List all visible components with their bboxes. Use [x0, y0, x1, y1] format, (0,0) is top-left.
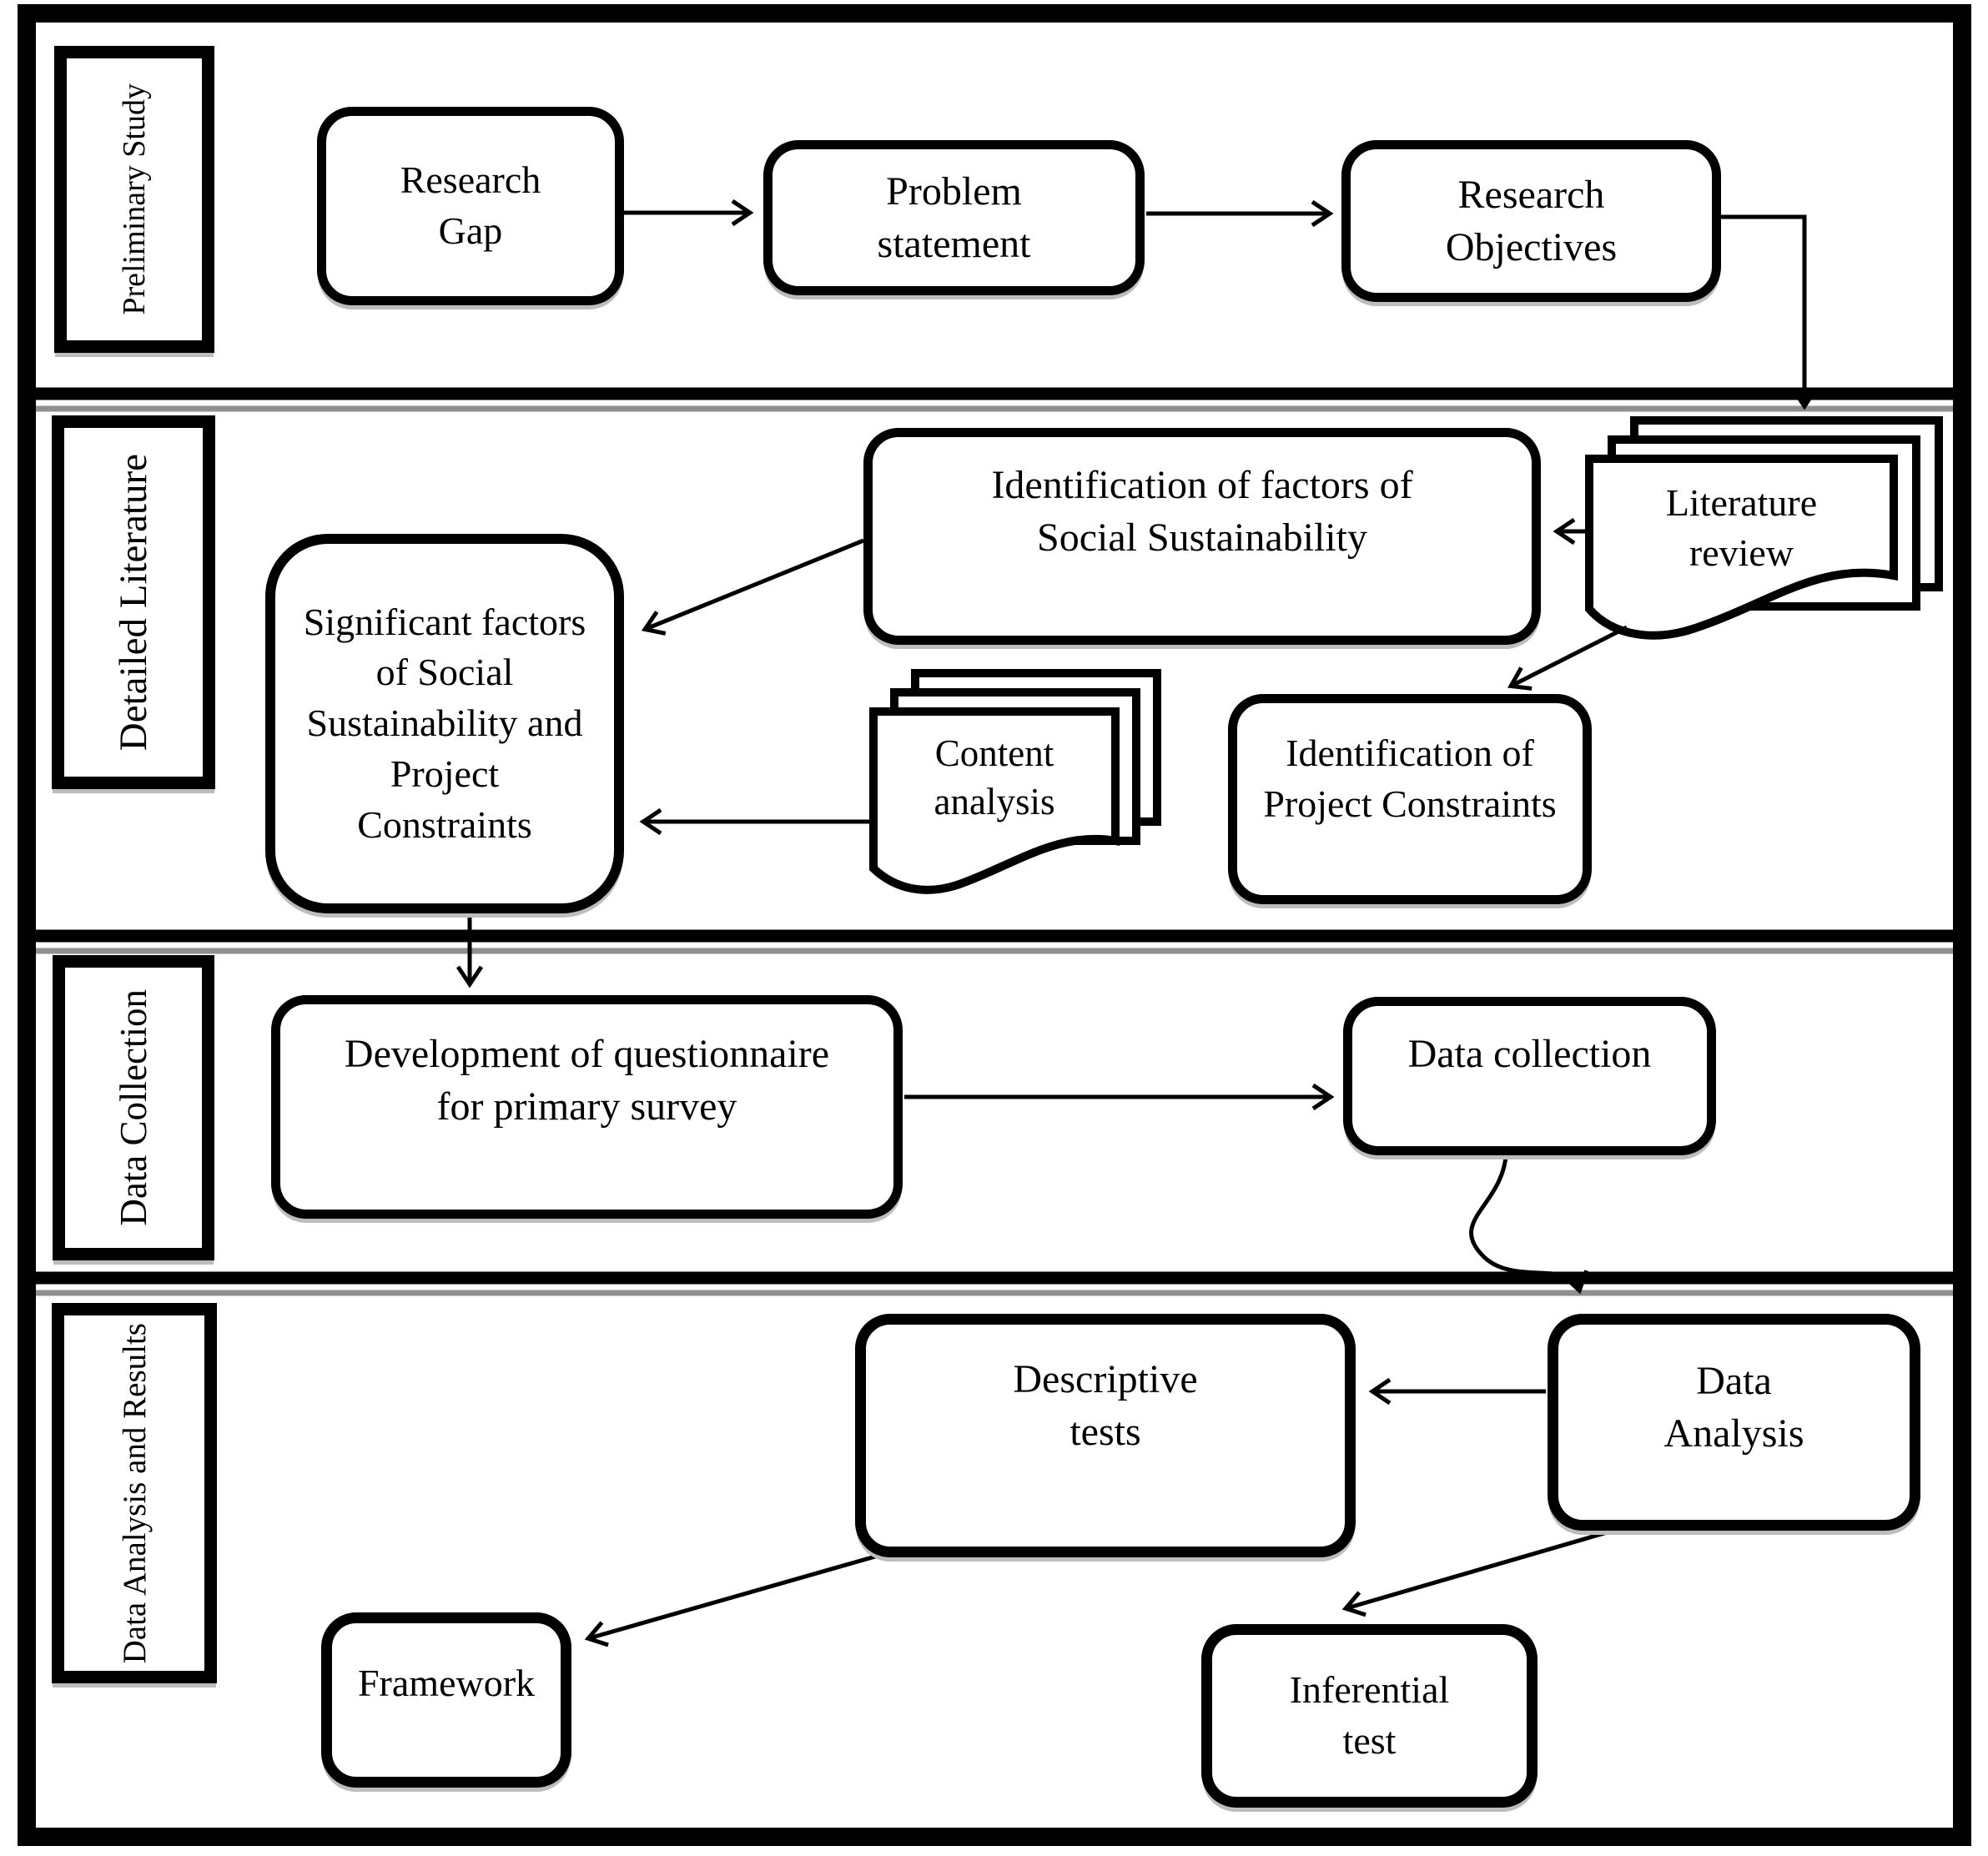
- node-identification-factors: Identification of factors of Social Sust…: [863, 428, 1541, 645]
- arrow-identification-factors-to-significant-factors: [641, 538, 864, 636]
- arrow-literature-review-to-identification-constraints: [1507, 625, 1628, 691]
- node-descriptive-tests: Descriptive tests: [855, 1314, 1356, 1557]
- node-questionnaire: Development of questionnaire for primary…: [271, 995, 903, 1219]
- band-label-detailed-literature: Detailed Literature: [52, 415, 215, 789]
- node-framework: Framework: [321, 1612, 571, 1788]
- node-research-objectives: Research Objectives: [1341, 140, 1721, 302]
- arrow-data-collection-to-data-analysis: [1469, 1156, 1589, 1295]
- content-analysis-label: Content analysis: [934, 732, 1055, 823]
- literature-review-label: Literature review: [1665, 481, 1818, 574]
- arrow-data-analysis-to-inferential-test: [1341, 1529, 1611, 1617]
- node-inferential-test: Inferential test: [1201, 1624, 1538, 1808]
- band-label-data-collection: Data Collection: [53, 955, 214, 1260]
- node-identification-constraints: Identification of Project Constraints: [1228, 694, 1592, 904]
- band-separator-2: [36, 929, 1953, 954]
- arrow-descriptive-tests-to-framework: [584, 1552, 882, 1647]
- content-analysis-document-shape: [869, 669, 1161, 894]
- outer-frame: [18, 4, 1971, 1846]
- band-label-preliminary-study: Preliminary Study: [54, 46, 214, 353]
- band-label-preliminary-study-text: Preliminary Study: [117, 83, 152, 315]
- band-separator-1: [36, 387, 1953, 412]
- literature-review-document-shape: [1585, 416, 1943, 640]
- arrow-research-objectives-to-literature-review: [1721, 214, 1819, 410]
- band-label-data-analysis-results-text: Data Analysis and Results: [116, 1322, 153, 1664]
- node-data-collection: Data collection: [1343, 997, 1716, 1155]
- node-significant-factors: Significant factors of Social Sustainabi…: [265, 534, 624, 913]
- band-label-detailed-literature-text: Detailed Literature: [112, 453, 155, 752]
- band-separator-3: [36, 1271, 1953, 1296]
- band-label-data-collection-text: Data Collection: [113, 989, 154, 1226]
- node-problem-statement: Problem statement: [763, 140, 1145, 295]
- node-research-gap: Research Gap: [317, 107, 624, 305]
- node-data-analysis: Data Analysis: [1548, 1314, 1920, 1531]
- band-label-data-analysis-results: Data Analysis and Results: [52, 1303, 217, 1683]
